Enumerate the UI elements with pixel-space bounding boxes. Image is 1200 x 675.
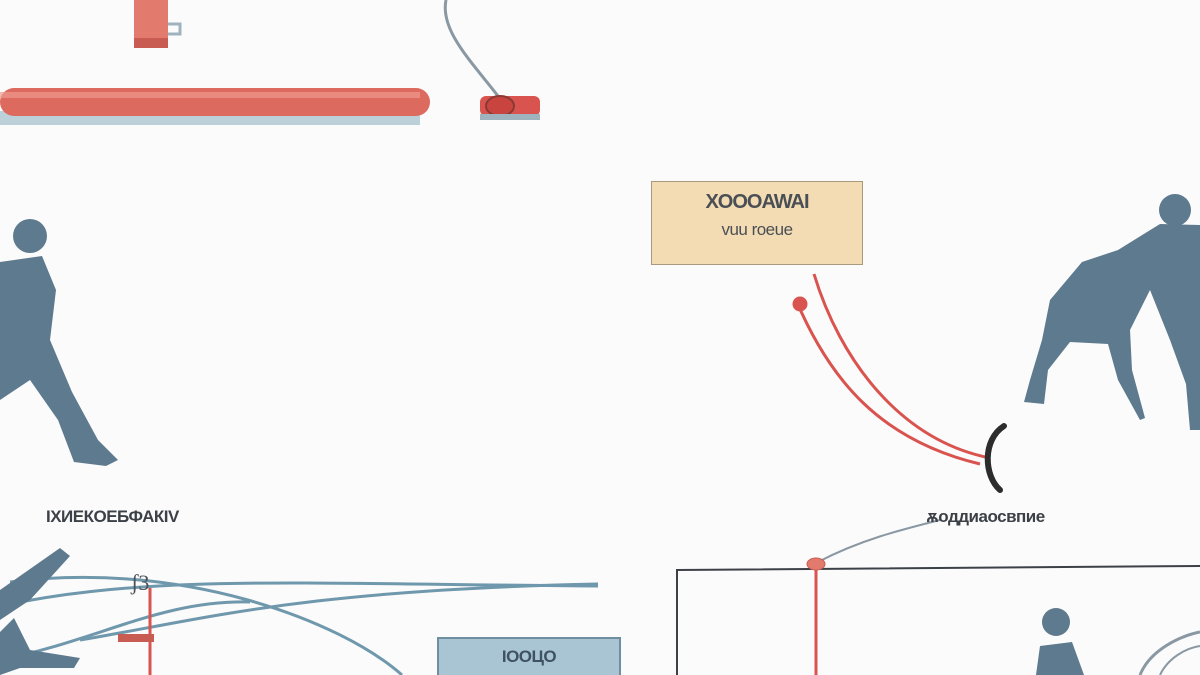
black-hook <box>984 423 1007 493</box>
red-post <box>134 0 182 48</box>
red-curved-cables <box>792 273 991 466</box>
bottom-right-figure-fragment <box>1036 608 1084 675</box>
blue-label-text: ІООЦО <box>501 647 557 666</box>
left-caption: ІXИЕКОЕБФАКІV <box>46 507 179 526</box>
red-horizontal-bar <box>0 88 430 125</box>
note-card-subtitle: vuu roeue <box>721 220 793 239</box>
red-marker-post-left: ʃ3 <box>118 570 154 675</box>
right-caption: ѫоддиаосвпие <box>926 507 1045 526</box>
bottom-left-figure-fragment <box>0 548 80 675</box>
bottom-right-panel <box>676 519 1200 675</box>
right-figure-silhouette <box>1024 194 1200 430</box>
left-figure-silhouette <box>0 219 118 466</box>
note-card-title: XOOOAWAI <box>705 191 809 213</box>
blue-label-box: ІООЦО <box>437 637 621 675</box>
marker-glyph: ʃ3 <box>130 570 149 595</box>
hanging-cable <box>443 0 540 120</box>
note-card: XOOOAWAI vuu roeue <box>651 181 863 265</box>
